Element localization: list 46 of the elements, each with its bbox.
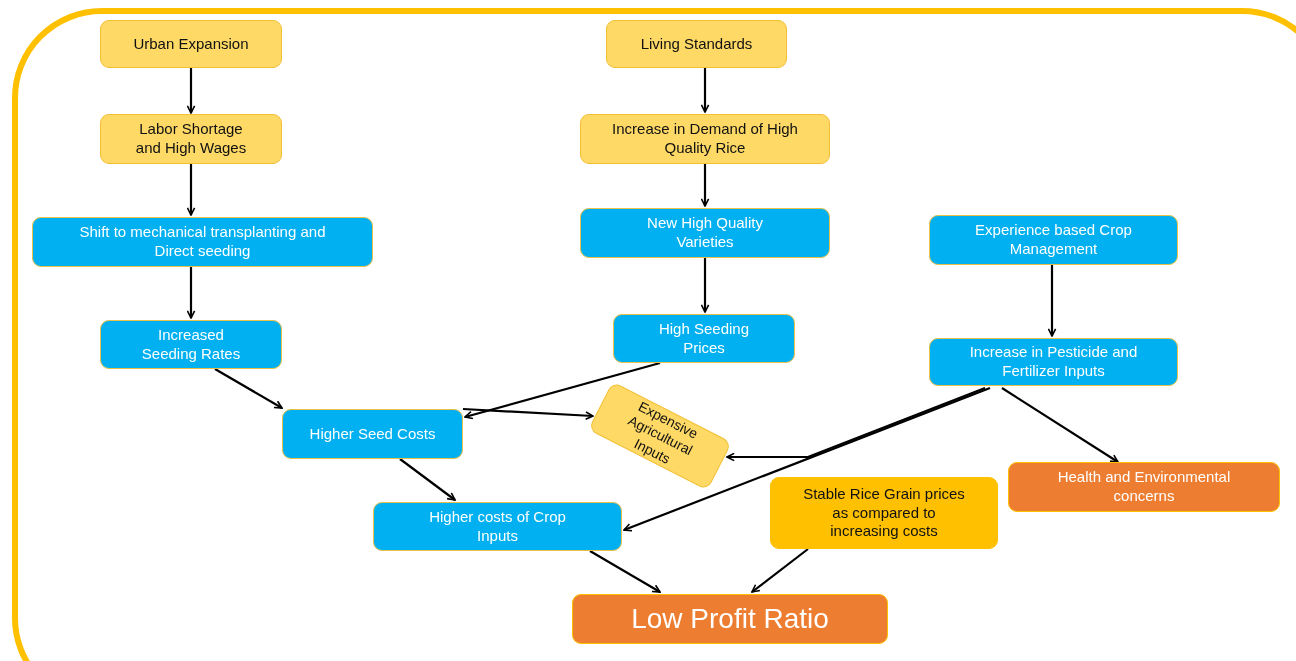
box-label: Increase in Demand of High Quality Rice [611,120,799,158]
box-label: Higher costs of Crop Inputs [428,507,567,546]
arrow [700,258,710,313]
box-label: High Seeding Prices [657,319,751,358]
arrow [726,386,986,462]
process-box [606,20,787,68]
arrow [214,368,283,409]
process-box [282,409,463,459]
box-label: Higher Seed Costs [309,424,436,444]
process-box [580,208,830,258]
process-box [32,217,373,267]
process-box [100,320,282,369]
arrow [700,68,710,113]
box-label: Health and Environmental concerns [1056,468,1232,506]
arrow [186,267,196,319]
box-label: New High Quality Varieties [646,214,764,252]
process-box [580,114,830,164]
process-box [100,114,282,164]
process-box [1008,462,1280,512]
box-label: Labor Shortage and High Wages [134,120,248,158]
arrow [700,164,710,207]
box-label: Stable Rice Grain prices as compared to increasing costs [802,484,966,542]
arrow [464,361,661,420]
result-box [572,594,888,644]
process-box [100,20,282,68]
process-box [613,314,795,363]
box-label: Low Profit Ratio [631,602,829,636]
arrow [623,386,991,532]
arrow [462,407,594,420]
process-box [929,338,1178,386]
arrow [399,458,456,501]
arrow [1047,265,1057,337]
arrow [186,164,196,216]
box-label: Experience based Crop Management [974,221,1133,259]
arrow [1001,387,1119,463]
arrow [589,550,661,593]
process-box [929,215,1178,265]
box-label: Urban Expansion [133,34,249,54]
process-box [373,502,622,551]
box-label: Increased Seeding Rates [140,325,242,364]
arrow [186,68,196,114]
box-label: Increase in Pesticide and Fertilizer Inputs [968,343,1139,381]
box-label: Shift to mechanical transplanting and Direct seeding [78,223,327,261]
arrow [751,548,809,593]
process-box [770,477,998,549]
box-label: Living Standards [640,34,753,54]
